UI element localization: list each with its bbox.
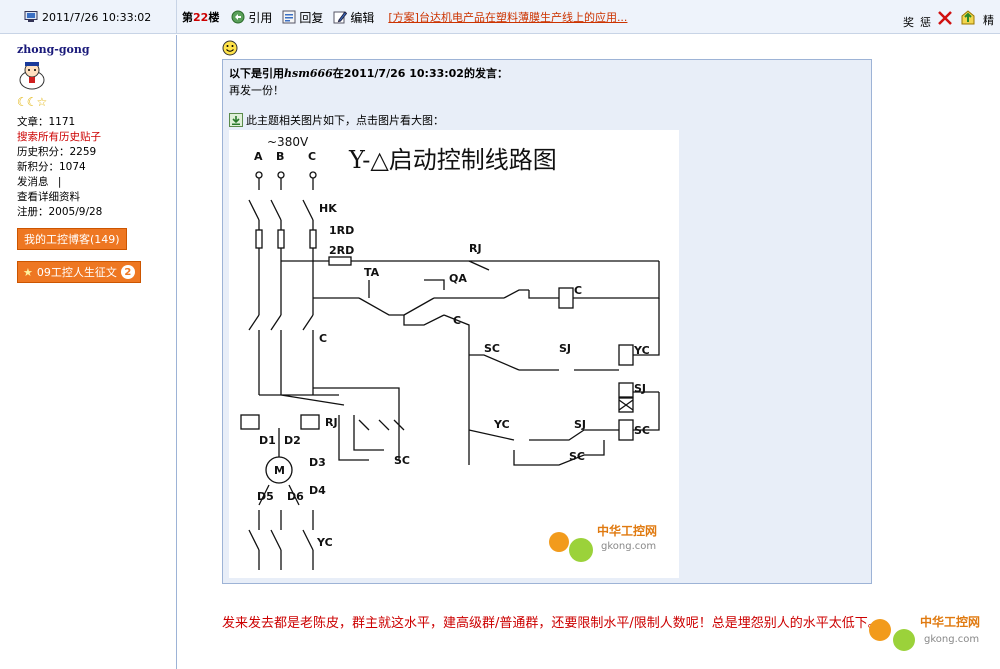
quote-box: 以下是引用hsm666在2011/7/26 10:33:02的发言： 再发一份！… bbox=[222, 59, 872, 584]
topic-link[interactable]: [方案]台达机电产品在塑料薄膜生产线上的应用... bbox=[388, 11, 628, 24]
blog-button[interactable]: 我的工控博客(149) bbox=[17, 228, 127, 250]
diagram-label: QA bbox=[449, 272, 467, 285]
send-message-link[interactable]: 发消息 bbox=[17, 176, 49, 188]
image-icon bbox=[229, 113, 243, 127]
reply-button[interactable]: 回复 bbox=[282, 9, 323, 26]
diagram-label: SC bbox=[394, 454, 410, 467]
diagram-label: SJ bbox=[634, 382, 646, 395]
post-datetime-cell: 2011/7/26 10:33:02 bbox=[0, 0, 177, 34]
quote-text: 再发一份！ bbox=[229, 84, 284, 97]
diagram-watermark-url: gkong.com bbox=[601, 541, 656, 552]
new-points: 新积分：1074 bbox=[17, 161, 86, 173]
diagram-label: C bbox=[574, 284, 582, 297]
diagram-watermark: 中华工控网 gkong.com bbox=[549, 523, 657, 562]
essay-button[interactable]: ★ 09工控人生征文 2 bbox=[17, 261, 141, 283]
diagram-label: YC bbox=[633, 344, 650, 357]
star-icon: ★ bbox=[23, 265, 33, 279]
article-count: 文章：1171 bbox=[17, 116, 76, 128]
user-panel: zhong-gong ☾☾☆ 文章：1171 搜索所有历史贴子 历史积分：225… bbox=[0, 35, 177, 669]
view-details-link[interactable]: 查看详细资料 bbox=[17, 191, 80, 203]
punish-button[interactable]: 惩 bbox=[920, 16, 931, 29]
diagram-label: YC bbox=[493, 418, 510, 431]
username[interactable]: zhong-gong bbox=[17, 43, 90, 56]
watermark-url: gkong.com bbox=[924, 634, 979, 645]
watermark-brand: 中华工控网 bbox=[920, 614, 980, 629]
post-header-bar: 2011/7/26 10:33:02 第22楼 引用 回复 编辑 [方案]台达机… bbox=[0, 0, 1000, 34]
diagram-voltage: ~380V bbox=[267, 135, 309, 149]
diagram-label: SJ bbox=[574, 418, 586, 431]
reward-button[interactable]: 奖 bbox=[903, 16, 914, 29]
computer-icon bbox=[24, 11, 38, 22]
post-toolbar: 第22楼 引用 回复 编辑 [方案]台达机电产品在塑料薄膜生产线上的应用... bbox=[178, 0, 1000, 34]
page-watermark: 中华工控网 gkong.com bbox=[868, 604, 988, 652]
rank-moons-icon: ☾☾☆ bbox=[17, 95, 47, 109]
diagram-label: SC bbox=[569, 450, 585, 463]
top-button[interactable]: 精 bbox=[983, 14, 994, 27]
diagram-label: B bbox=[276, 150, 284, 163]
diagram-label: D4 bbox=[309, 484, 326, 497]
lift-icon[interactable] bbox=[959, 9, 977, 27]
diagram-label: SC bbox=[634, 424, 650, 437]
register-date: 注册：2005/9/28 bbox=[17, 206, 103, 218]
diagram-label: C bbox=[453, 314, 461, 327]
history-points: 历史积分：2259 bbox=[17, 146, 97, 158]
edit-button[interactable]: 编辑 bbox=[333, 9, 374, 26]
avatar bbox=[19, 62, 45, 90]
essay-count-badge: 2 bbox=[120, 265, 135, 279]
diagram-watermark-brand: 中华工控网 bbox=[597, 523, 657, 538]
diagram-label: D1 bbox=[259, 434, 276, 447]
diagram-label: C bbox=[319, 332, 327, 345]
delete-icon[interactable] bbox=[937, 10, 953, 26]
diagram-label: YC bbox=[316, 536, 333, 549]
diagram-label: D3 bbox=[309, 456, 326, 469]
quote-header: 以下是引用hsm666在2011/7/26 10:33:02的发言： bbox=[229, 67, 508, 80]
gear-icon: 中华工控网 gkong.com bbox=[869, 614, 980, 651]
picture-note: 此主题相关图片如下，点击图片看大图： bbox=[229, 112, 865, 128]
reply-icon bbox=[282, 10, 296, 24]
post-datetime: 2011/7/26 10:33:02 bbox=[42, 10, 152, 24]
diagram-title: Y-△启动控制线路图 bbox=[348, 146, 557, 174]
diagram-label: SC bbox=[484, 342, 500, 355]
smiley-icon bbox=[222, 40, 238, 56]
quote-icon bbox=[231, 10, 245, 24]
floor-number: 第22楼 bbox=[182, 11, 220, 24]
reply-text: 发来发去都是老陈皮，群主就这水平，建高级群/普通群，还要限制水平/限制人数呢！总… bbox=[222, 616, 881, 631]
diagram-label: RJ bbox=[469, 242, 482, 255]
diagram-label: D5 bbox=[257, 490, 274, 503]
diagram-label: TA bbox=[364, 266, 380, 279]
quote-author[interactable]: hsm666 bbox=[284, 67, 333, 80]
diagram-label: 2RD bbox=[329, 244, 354, 257]
diagram-label: C bbox=[308, 150, 316, 163]
quote-button[interactable]: 引用 bbox=[231, 9, 272, 26]
diagram-label: RJ bbox=[325, 416, 338, 429]
diagram-label: D6 bbox=[287, 490, 304, 503]
edit-icon bbox=[333, 11, 348, 24]
moderation-buttons: 奖 惩 精 bbox=[903, 6, 994, 30]
diagram-label: D2 bbox=[284, 434, 301, 447]
history-posts-link[interactable]: 搜索所有历史贴子 bbox=[17, 131, 101, 143]
message-row: 发消息 | bbox=[17, 175, 176, 190]
diagram-label: A bbox=[254, 150, 263, 163]
diagram-label: HK bbox=[319, 202, 337, 215]
diagram-label: 1RD bbox=[329, 224, 354, 237]
diagram-label: SJ bbox=[559, 342, 571, 355]
diagram-label: M bbox=[274, 464, 285, 477]
separator: | bbox=[57, 176, 62, 188]
